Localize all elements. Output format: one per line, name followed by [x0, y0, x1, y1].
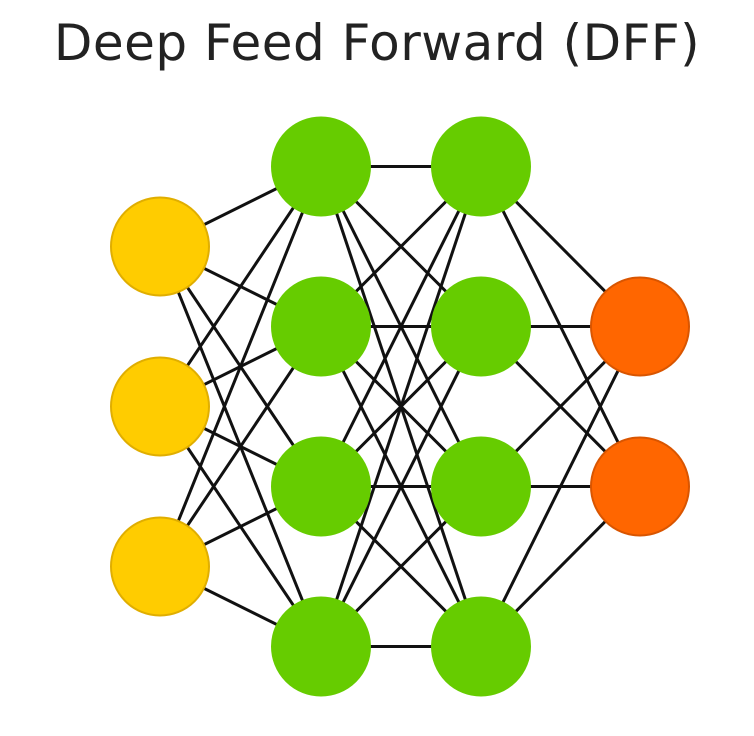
hidden-layer-1-node-4: [271, 596, 371, 697]
hidden-layer-1-node-3: [271, 436, 371, 537]
edge-l3n4-l4n1: [479, 325, 642, 648]
edge-l2n4-l3n2: [319, 325, 483, 648]
output-node-2: [590, 436, 690, 537]
nodes-group: [110, 116, 690, 697]
edges-group: [158, 165, 642, 648]
hidden-layer-1-node-2: [271, 276, 371, 377]
input-node-2: [110, 356, 210, 457]
hidden-layer-2-node-3: [431, 436, 531, 537]
hidden-layer-1-node-1: [271, 116, 371, 217]
edge-l2n4-l3n1: [319, 166, 483, 647]
output-node-1: [590, 276, 690, 377]
input-node-3: [110, 516, 210, 617]
diagram-title: Deep Feed Forward (DFF): [53, 14, 701, 72]
edge-l1n3-l2n1: [158, 165, 323, 568]
hidden-layer-2-node-1: [431, 116, 531, 217]
hidden-layer-2-node-2: [431, 276, 531, 377]
input-node-1: [110, 196, 210, 297]
edge-l2n3-l3n1: [319, 165, 483, 488]
hidden-layer-2-node-4: [431, 596, 531, 697]
